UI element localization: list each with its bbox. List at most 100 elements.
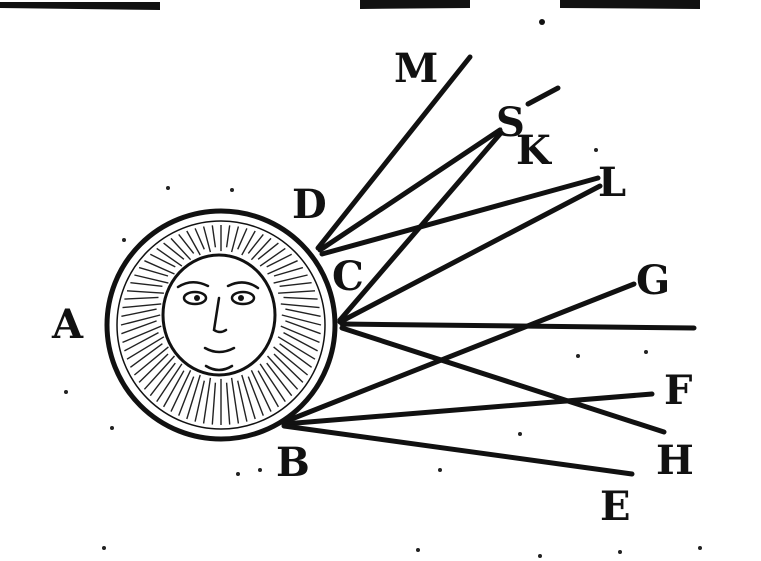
sun-hatch-stroke xyxy=(257,370,280,408)
sun-hatch-stroke xyxy=(194,228,205,250)
sun-hatch-stroke xyxy=(273,346,309,376)
ray-d-s xyxy=(317,127,503,253)
sun-hatch-stroke xyxy=(266,253,293,268)
rays xyxy=(281,54,697,477)
sun-hatch-stroke xyxy=(257,242,279,260)
sun-face-nose xyxy=(212,296,228,334)
sun-face-mouth xyxy=(203,346,236,354)
sun-hatch-stroke xyxy=(138,266,169,277)
ray-b-e xyxy=(281,423,635,477)
sun-hatch-stroke xyxy=(267,260,298,275)
sun-hatch-stroke xyxy=(122,303,162,309)
print-specks xyxy=(64,148,702,558)
sun-hatch-stroke xyxy=(163,242,185,260)
sun-face xyxy=(161,253,277,377)
sun-hatch-stroke xyxy=(283,331,318,352)
sun-hatch-stroke xyxy=(143,355,176,390)
sun-hatch-stroke xyxy=(120,314,161,326)
sun-hatch-stroke xyxy=(250,237,272,261)
sun-hatch-stroke xyxy=(149,362,176,397)
ray-b-g xyxy=(281,281,637,425)
sun-hatch-stroke xyxy=(281,314,322,326)
ray-d-m xyxy=(315,54,473,251)
top-text-fragments xyxy=(0,0,700,25)
sun-hatch-stroke xyxy=(186,230,201,256)
sun-hatch-stroke xyxy=(273,274,308,284)
sun-hatch-stroke xyxy=(277,336,316,360)
sun-hatch-stroke xyxy=(259,363,286,402)
sun-hatch-stroke xyxy=(247,376,264,416)
sun-hatch-stroke xyxy=(279,282,312,287)
sun-hatch-stroke xyxy=(278,290,316,294)
sun-hatch-stroke xyxy=(202,377,212,424)
sun-hatch-stroke xyxy=(279,343,313,368)
sun-hatch-stroke xyxy=(194,380,205,422)
label-l: L xyxy=(598,159,626,206)
sun-face-chin xyxy=(204,364,234,372)
sun-hatch-stroke xyxy=(273,266,304,277)
sun-hatch-stroke xyxy=(121,320,157,335)
label-c: C xyxy=(332,253,364,300)
sun-face-left-brow xyxy=(176,281,210,289)
sun-hatch-stroke xyxy=(241,230,256,256)
label-e: E xyxy=(600,483,631,530)
sun-hatch-stroke xyxy=(266,355,299,390)
sun-hatch-stroke xyxy=(283,296,318,300)
sun-hatch-stroke xyxy=(170,369,192,412)
sun-hatch-stroke xyxy=(225,225,231,248)
label-b: B xyxy=(276,439,310,486)
sun-hatch-stroke xyxy=(211,225,217,248)
sun-hatch-stroke xyxy=(225,382,231,425)
sun-hatch-stroke xyxy=(122,325,162,344)
sun-hatch-stroke xyxy=(126,290,164,294)
sun-hatch-stroke xyxy=(237,228,248,250)
sun-hatch-stroke xyxy=(230,226,240,253)
label-s: S xyxy=(496,99,525,146)
sun-hatch-stroke xyxy=(144,260,175,275)
sun-hatch-stroke xyxy=(156,247,183,267)
label-k: K xyxy=(516,127,552,174)
sun-hatch-stroke xyxy=(285,320,321,335)
sun-hatch-stroke xyxy=(133,346,169,376)
sun-hatch-stroke xyxy=(138,353,169,383)
sun-hatch-stroke xyxy=(241,374,256,420)
sun-hatch-stroke xyxy=(259,247,286,267)
ray-c-l xyxy=(337,183,603,325)
sun-hatch-stroke xyxy=(202,226,212,253)
sun-hatch-stroke xyxy=(211,382,217,425)
sun-hatch-stroke xyxy=(237,380,248,422)
sun-rays-hatching xyxy=(120,225,322,425)
sun-hatch-stroke xyxy=(129,343,163,368)
ray-b-f xyxy=(281,391,655,427)
label-m: M xyxy=(394,45,438,92)
sun-hatch-stroke xyxy=(124,296,159,300)
sun-hatch-stroke xyxy=(149,253,176,268)
ray-d-l xyxy=(319,175,601,257)
sun xyxy=(104,208,338,442)
sun-hatch-stroke xyxy=(170,237,192,261)
sun-face-right-eye xyxy=(230,290,256,306)
sun-hatch-stroke xyxy=(130,282,163,287)
sun-face-left-pupil xyxy=(194,295,200,301)
sun-hatch-stroke xyxy=(273,353,304,383)
sun-hatch-stroke xyxy=(285,308,321,317)
sun-hatch-stroke xyxy=(280,325,320,344)
sun-hatch-stroke xyxy=(186,374,201,420)
ray-c-horizontal xyxy=(339,321,697,331)
sun-face-left-eye xyxy=(182,290,208,306)
label-d: D xyxy=(292,181,327,228)
sun-hatch-stroke xyxy=(162,370,185,408)
sun-hatch-stroke xyxy=(250,369,272,412)
label-h: H xyxy=(656,437,694,484)
sun-hatch-stroke xyxy=(156,363,183,402)
sun-hatch-stroke xyxy=(266,362,293,397)
sun-hatch-stroke xyxy=(134,274,169,284)
sun-face-right-pupil xyxy=(238,295,244,301)
sun-hatch-stroke xyxy=(178,376,195,416)
sun-hatch-stroke xyxy=(124,331,159,352)
sun-hatch-stroke xyxy=(230,377,240,424)
label-a: A xyxy=(51,301,84,348)
ray-c-h xyxy=(339,325,667,435)
labels: A D C B M S K L G F H E xyxy=(51,45,694,530)
